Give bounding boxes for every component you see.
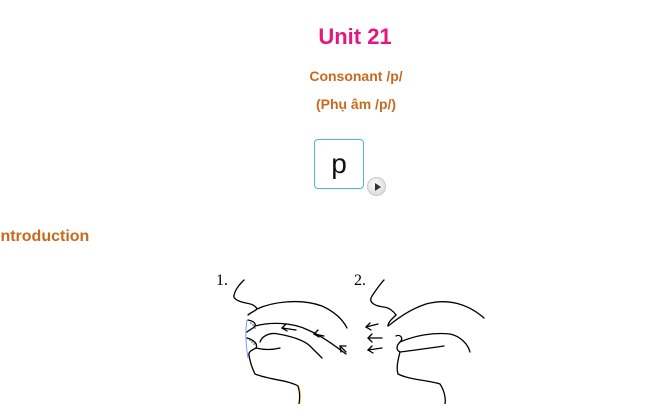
subtitle-vietnamese: (Phụ âm /p/) (315, 96, 397, 112)
mouth-articulation-illustration: 1. 2. (216, 272, 485, 404)
figure-1-pressure-dots (249, 322, 256, 345)
phoneme-letter-card: p (314, 139, 364, 189)
section-heading-introduction: Introduction (0, 228, 90, 245)
figure-2-released-lips (364, 279, 485, 404)
figure-1-color-fringe (245, 319, 302, 404)
figure-label-2: 2. (354, 272, 366, 289)
play-audio-button[interactable] (367, 177, 386, 196)
figure-label-1: 1. (216, 272, 228, 289)
unit-title: Unit 21 (318, 24, 392, 49)
figure-1-closed-lips (233, 279, 348, 404)
phoneme-letter: p (331, 148, 347, 179)
subtitle-english: Consonant /p/ (309, 68, 403, 84)
